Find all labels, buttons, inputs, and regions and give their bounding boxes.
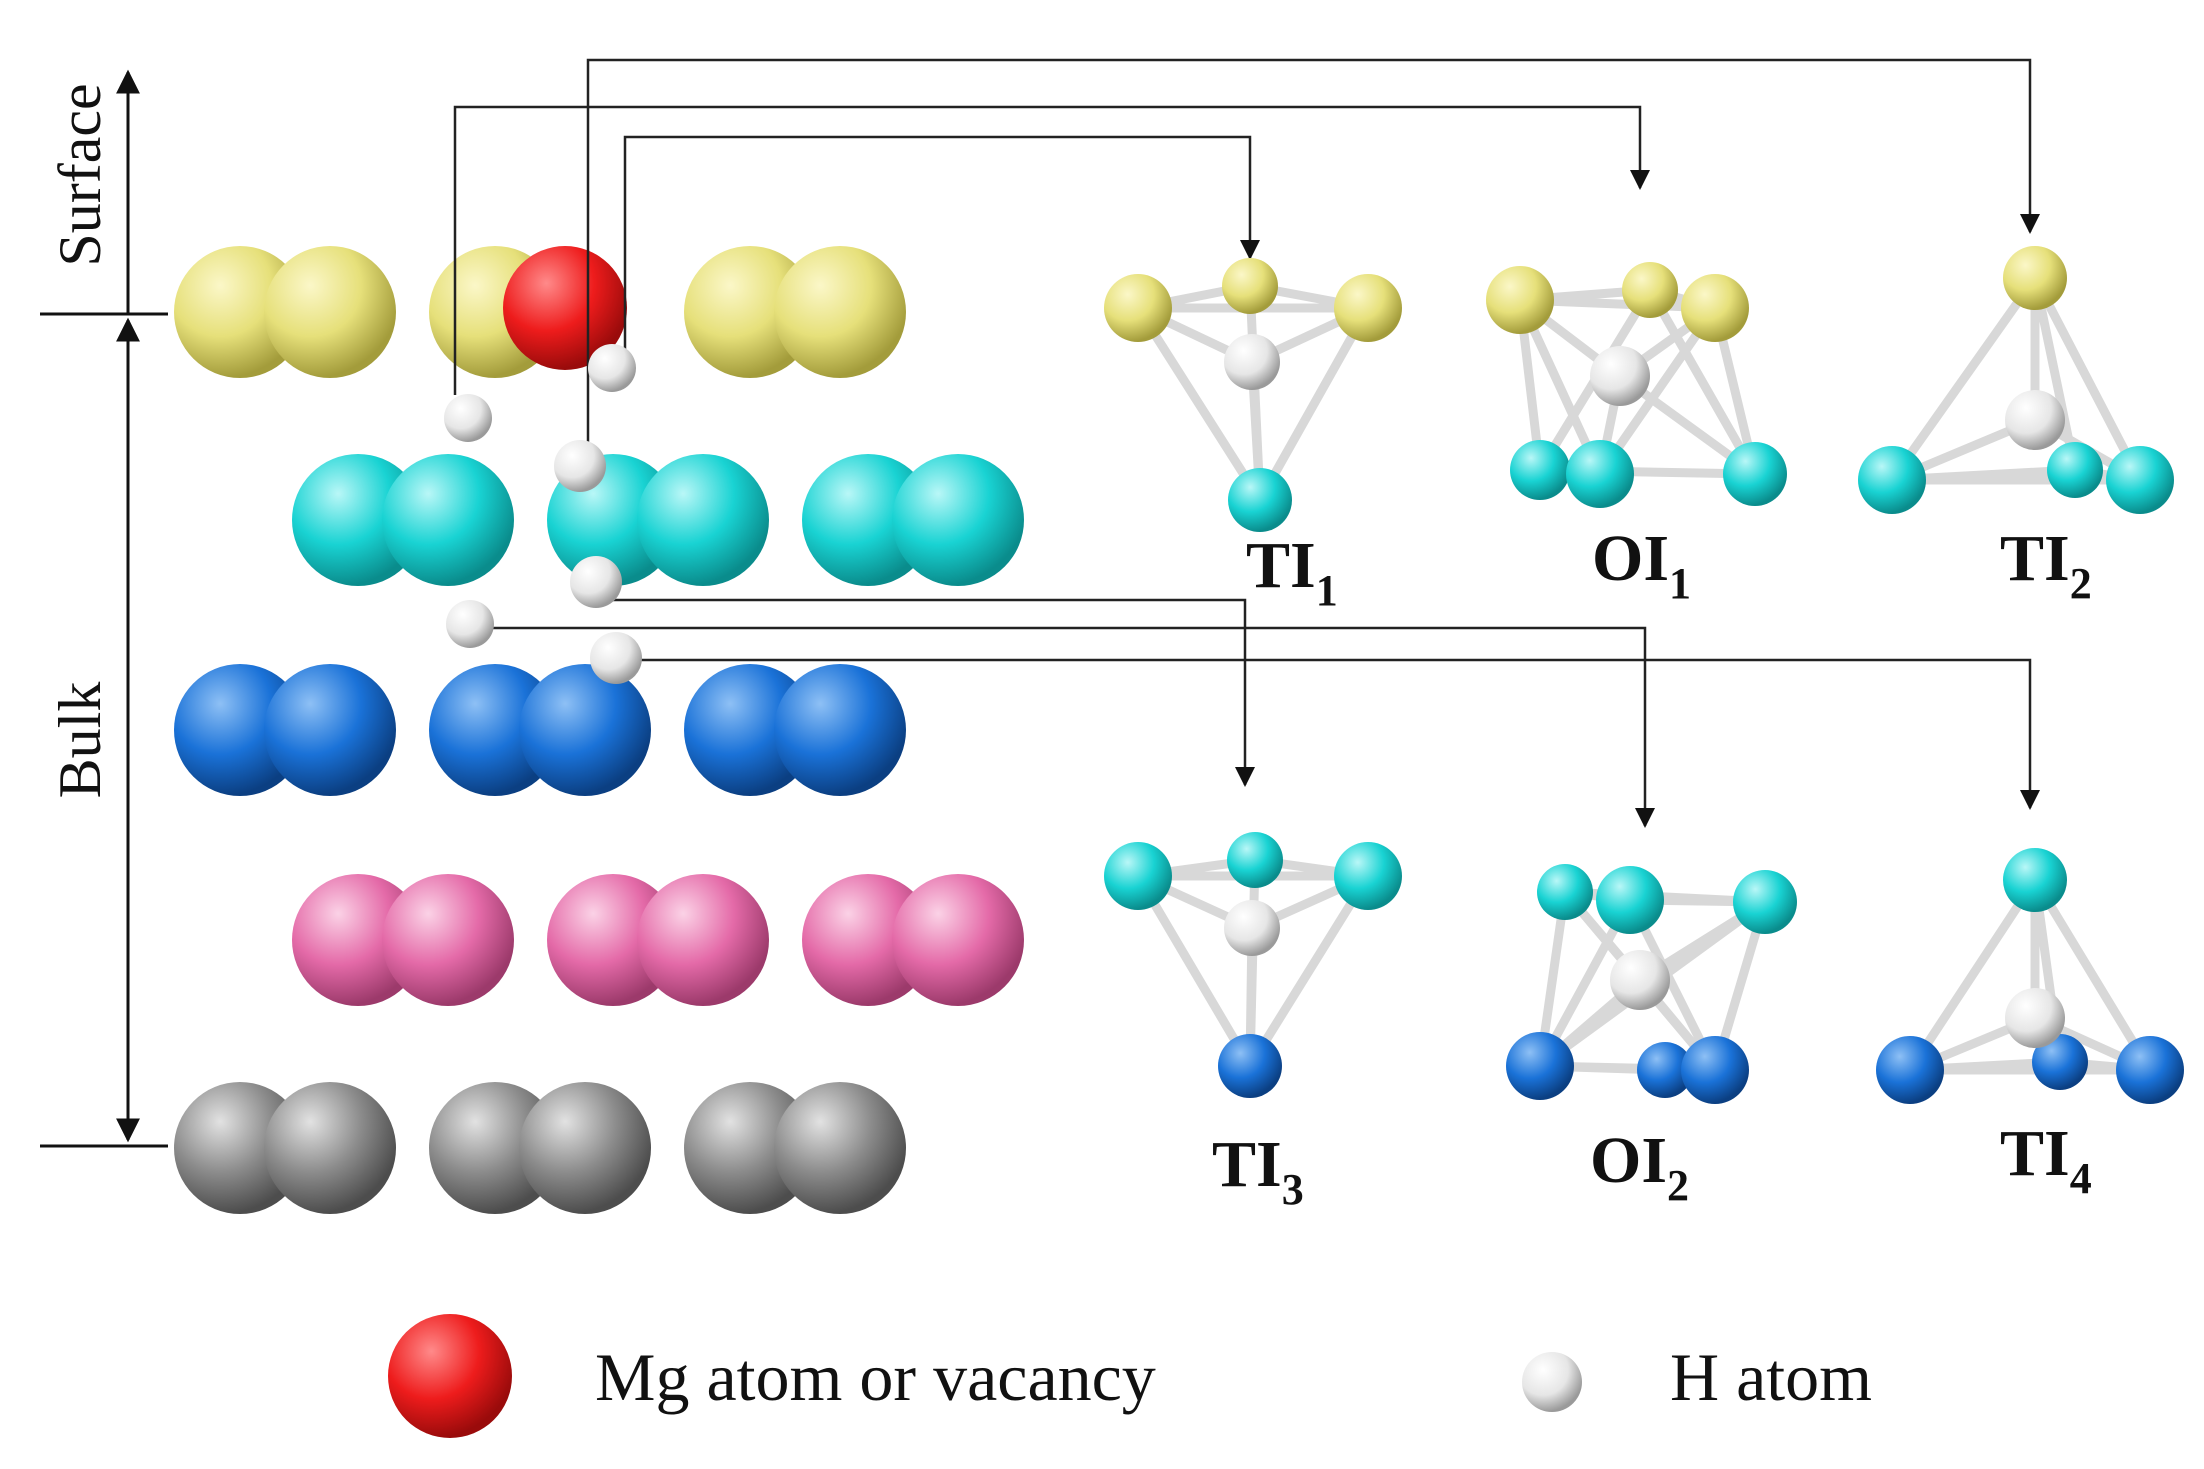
atom (382, 454, 514, 586)
layer-3 (174, 664, 906, 796)
connectors (453, 58, 2040, 828)
slab-h-atoms (444, 344, 642, 684)
site-OI2-label: OI2 (1590, 1124, 1689, 1210)
legend-h-label: H atom (1670, 1339, 1872, 1415)
site-TI4-model (1876, 848, 2184, 1104)
site-TI4-label: TI4 (2000, 1117, 2092, 1203)
site-TI2-label: TI2 (2000, 522, 2092, 608)
atom-layers (174, 246, 1024, 1214)
atom (519, 664, 651, 796)
layer-2 (292, 454, 1024, 586)
atom (774, 246, 906, 378)
layer-5 (174, 1082, 906, 1214)
h-atom (588, 344, 636, 392)
site-OI1-label: OI1 (1592, 522, 1691, 608)
atom (637, 454, 769, 586)
connector-TI3 (595, 598, 1255, 787)
h-atom (446, 600, 494, 648)
connector-TI2 (586, 58, 2040, 448)
atom (519, 1082, 651, 1214)
atom (382, 874, 514, 1006)
site-TI1-label: TI1 (1246, 529, 1338, 615)
legend-mg-label: Mg atom or vacancy (595, 1339, 1156, 1415)
site-OI1-model (1486, 262, 1787, 508)
h-atom (590, 632, 642, 684)
site-TI2-model (1858, 246, 2174, 514)
connector-OI2 (485, 626, 1655, 828)
legend: Mg atom or vacancy H atom (388, 1314, 1872, 1438)
atom (774, 1082, 906, 1214)
mg-atom-or-vacancy (503, 246, 627, 370)
layer-4 (292, 874, 1024, 1006)
atom (637, 874, 769, 1006)
legend-h-swatch (1522, 1352, 1582, 1412)
h-atom (554, 440, 606, 492)
site-labels: TI1 OI1 TI2 TI3 OI2 TI4 (1212, 522, 2092, 1214)
connector-OI1 (453, 105, 1650, 395)
site-models (1104, 246, 2184, 1104)
connector-TI1 (623, 135, 1260, 365)
depth-scale: Surface Bulk (40, 69, 168, 1148)
site-OI2-model (1506, 864, 1797, 1104)
h-atom (570, 556, 622, 608)
atom (774, 664, 906, 796)
site-TI3-label: TI3 (1212, 1128, 1304, 1214)
atom (892, 874, 1024, 1006)
h-atom (444, 394, 492, 442)
bulk-label: Bulk (47, 682, 113, 799)
atom (264, 664, 396, 796)
layer-1-surface (174, 246, 906, 378)
atom (264, 246, 396, 378)
atom (892, 454, 1024, 586)
connector-TI4 (615, 658, 2040, 810)
site-TI3-model (1104, 832, 1402, 1098)
surface-label: Surface (47, 83, 113, 266)
site-TI1-model (1104, 258, 1402, 532)
legend-mg-swatch (388, 1314, 512, 1438)
atom (264, 1082, 396, 1214)
